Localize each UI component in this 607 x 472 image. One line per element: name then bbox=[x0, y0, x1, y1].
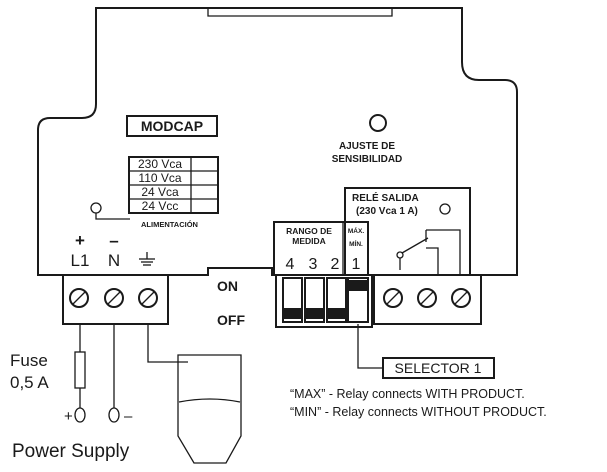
alimentacion-leader bbox=[95, 213, 130, 220]
dip-switch-2[interactable] bbox=[326, 277, 347, 323]
power-supply-label: Power Supply bbox=[12, 441, 130, 462]
fuse-label-line1: Fuse bbox=[10, 351, 48, 370]
model-label-box bbox=[126, 115, 218, 137]
ps-minus-sign: – bbox=[124, 408, 133, 425]
selector-leader bbox=[357, 324, 383, 369]
terminal-screw-n[interactable] bbox=[104, 288, 124, 308]
sensitivity-label-line2: SENSIBILIDAD bbox=[332, 154, 403, 165]
selector-callout: SELECTOR 1 bbox=[395, 360, 482, 376]
relay-terminal-screw-1[interactable] bbox=[383, 288, 403, 308]
fuse-label-line2: 0,5 A bbox=[10, 373, 49, 392]
max-note: “MAX” - Relay connects WITH PRODUCT. bbox=[290, 387, 525, 401]
relay-title-line2: (230 Vca 1 A) bbox=[356, 206, 418, 217]
relay-contact-icon bbox=[396, 229, 461, 275]
voltage-24ac: 24 Vca bbox=[141, 185, 179, 199]
left-terminal-block bbox=[62, 274, 169, 325]
min-label: MÍN. bbox=[349, 239, 363, 248]
device-housing bbox=[37, 7, 518, 276]
voltage-24dc: 24 Vcc bbox=[142, 199, 179, 213]
voltage-230: 230 Vca bbox=[138, 157, 182, 171]
dip-switch-4[interactable] bbox=[282, 277, 303, 323]
range-label-line1: RANGO DE bbox=[286, 226, 332, 236]
range-label-line2: MEDIDA bbox=[292, 236, 326, 246]
ground-icon bbox=[139, 252, 155, 266]
range-number-3: 3 bbox=[309, 256, 318, 273]
voltage-table: 230 Vca 110 Vca 24 Vca 24 Vcc bbox=[128, 156, 219, 214]
terminal-l1-label: L1 bbox=[71, 251, 90, 270]
wire-ground-probe bbox=[147, 324, 188, 363]
terminal-screw-ground[interactable] bbox=[138, 288, 158, 308]
relay-title-line1: RELÉ SALIDA bbox=[352, 191, 419, 204]
dip-switch-3[interactable] bbox=[304, 277, 325, 323]
sensitivity-knob[interactable] bbox=[369, 114, 387, 132]
alimentacion-jumper[interactable] bbox=[90, 202, 102, 214]
relay-led-icon bbox=[439, 203, 451, 215]
dip-switch-block bbox=[275, 274, 373, 328]
terminal-n-label: N bbox=[108, 251, 120, 270]
ps-plus-terminal bbox=[74, 407, 86, 423]
housing-top-tab bbox=[207, 8, 393, 17]
sensitivity-label-line1: AJUSTE DE bbox=[339, 141, 395, 152]
probe-tank-icon bbox=[177, 354, 242, 464]
selector-number: 1 bbox=[352, 256, 361, 273]
on-label: ON bbox=[217, 278, 238, 294]
alimentacion-label: ALIMENTACIÓN bbox=[141, 220, 198, 229]
terminal-minus-sign: – bbox=[109, 231, 118, 250]
ps-plus-sign: + bbox=[64, 408, 73, 425]
fuse-icon bbox=[74, 351, 86, 389]
off-label: OFF bbox=[217, 312, 245, 328]
terminal-screw-l1[interactable] bbox=[69, 288, 89, 308]
dip-switch-1[interactable] bbox=[347, 277, 369, 323]
terminal-plus-sign: + bbox=[75, 231, 85, 250]
min-note: “MIN” - Relay connects WITHOUT PRODUCT. bbox=[290, 405, 547, 419]
model-label: MODCAP bbox=[141, 118, 203, 134]
max-label: MÁX. bbox=[348, 226, 364, 235]
voltage-110: 110 Vca bbox=[138, 171, 181, 185]
relay-terminal-screw-2[interactable] bbox=[417, 288, 437, 308]
relay-terminal-screw-3[interactable] bbox=[451, 288, 471, 308]
ps-minus-terminal bbox=[108, 407, 120, 423]
right-terminal-block bbox=[373, 274, 482, 325]
selector-callout-box bbox=[382, 357, 495, 379]
probe-level-line bbox=[178, 398, 241, 403]
range-number-2: 2 bbox=[331, 256, 340, 273]
range-number-4: 4 bbox=[286, 256, 295, 273]
